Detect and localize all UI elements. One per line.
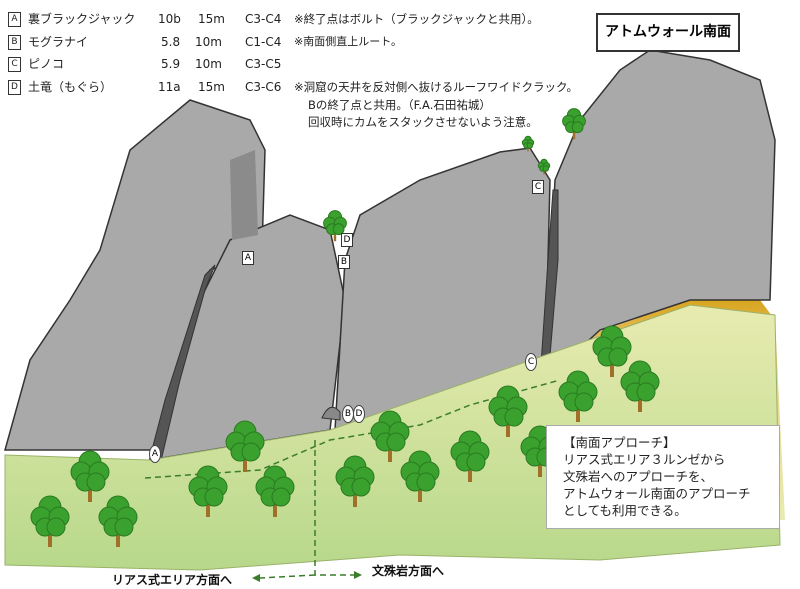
route-d-note-line: 回収時にカムをスタックさせないよう注意。 [308,115,538,129]
route-name: ピノコ [28,57,65,71]
route-letter: A [8,12,21,27]
tree-icon [370,410,410,462]
route-marker-a: A [242,251,254,265]
route-grade: 11a [158,80,181,94]
route-start-b: B [342,405,354,423]
route-marker-d: D [341,233,353,247]
tree-icon [188,465,228,517]
route-note: ※終了点はボルト（ブラックジャックと共用）。 [294,12,539,26]
tree-icon [558,370,598,422]
tree-icon [450,430,490,482]
tree-icon [488,385,528,437]
route-start-a: A [149,445,161,463]
tree-icon [98,495,138,547]
tree-icon [70,450,110,502]
route-gear: C3-C6 [245,80,282,94]
tree-icon [537,158,551,175]
dark-patch [230,150,258,240]
route-d-note-line: Bの終了点と共用。（F.A.石田祐城） [308,98,491,112]
arrow-heads [252,571,362,582]
tree-icon [562,108,586,140]
route-start-d: D [353,405,365,423]
route-letter: B [8,35,21,50]
route-grade: 5.8 [161,35,181,49]
route-letter: C [8,57,21,72]
route-gear: C1-C4 [245,35,282,49]
tree-icon [592,325,632,377]
approach-note: 【南面アプローチ】 リアス式エリア３ルンゼから 文殊岩へのアプローチを、 アトム… [546,425,780,529]
route-name: 裏ブラックジャック [28,12,136,26]
route-gear: C3-C5 [245,57,282,71]
route-note: ※南面側直上ルート。 [294,35,402,48]
approach-paths [144,379,561,579]
page-title: アトムウォール南面 [596,13,740,52]
arrow-left-icon [252,574,260,582]
approach-line: 文殊岩へのアプローチを、 [563,469,714,484]
approach-heading: 【南面アプローチ】 [563,435,676,450]
route-length: 10m [195,35,222,49]
direction-right-label: 文殊岩方面へ [372,564,445,578]
route-grade: 10b [158,12,181,26]
tree-icon [225,420,265,472]
route-name: 土竜（もぐら） [28,80,113,94]
route-marker-b: B [338,255,350,269]
approach-line: リアス式エリア３ルンゼから [563,452,726,467]
approach-line: としても利用できる。 [563,503,687,518]
tree-icon [620,360,660,412]
rock-faces [4,49,776,461]
route-note: ※洞窟の天井を反対側へ抜けるルーフワイドクラック。 [294,80,579,94]
cave-bd [321,406,341,421]
approach-line: アトムウォール南面のアプローチ [563,486,751,501]
route-length: 15m [198,80,225,94]
route-length: 10m [195,57,222,71]
tree-icon [255,465,295,517]
route-gear: C3-C4 [245,12,282,26]
tree-icon [335,455,375,507]
route-length: 15m [198,12,225,26]
tree-icon [30,495,70,547]
trees [30,108,660,547]
arrow-right-icon [354,571,362,579]
route-marker-c: C [532,180,544,194]
tree-icon [323,210,347,242]
route-grade: 5.9 [161,57,181,71]
direction-left-label: リアス式エリア方面へ [112,573,233,587]
route-letter: D [8,80,21,95]
tree-icon [400,450,440,502]
route-name: モグラナイ [28,35,89,49]
tree-icon [521,135,535,152]
route-start-c: C [525,353,537,371]
